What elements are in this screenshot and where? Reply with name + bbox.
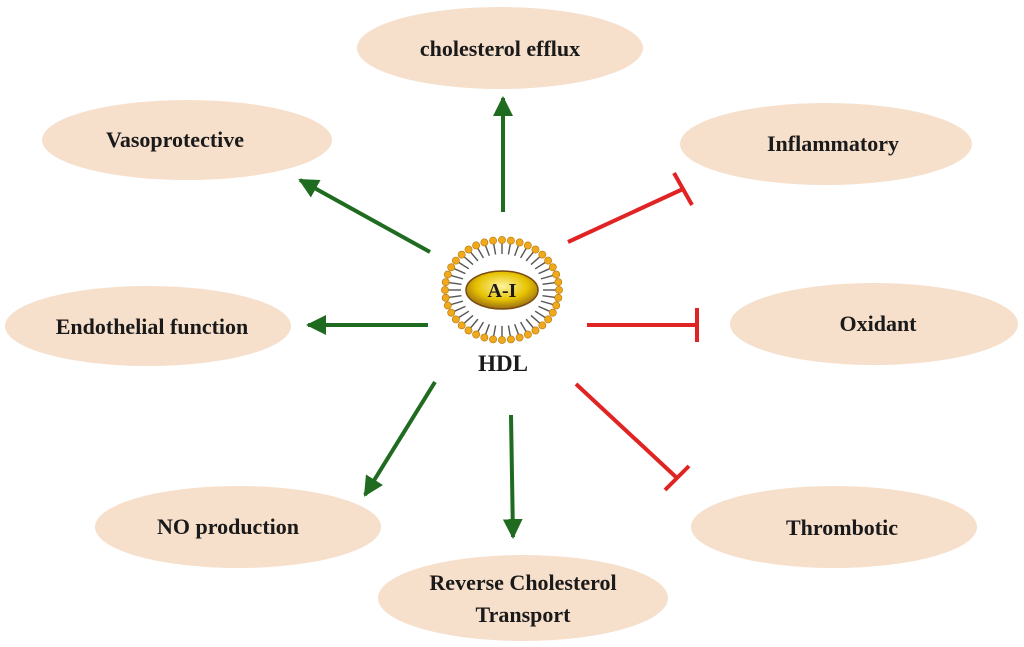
lipid-head [515, 238, 524, 247]
lipid-head [457, 250, 466, 259]
inhibit-inflammatory [567, 172, 694, 244]
node-no-production: NO production [95, 486, 381, 568]
lipid-head [447, 263, 456, 272]
lipid-head [523, 330, 532, 339]
node-label: Inflammatory [767, 131, 899, 156]
lipid-head [451, 315, 460, 324]
inhibit-thrombotic [574, 382, 691, 492]
lipid-head [480, 238, 489, 247]
lipid-head [507, 335, 515, 344]
lipid-head [554, 278, 563, 287]
lipid-head [443, 301, 452, 310]
node-ellipse [680, 103, 972, 185]
lipid-head [544, 256, 553, 265]
node-label: Oxidant [839, 311, 917, 336]
node-thrombotic: Thrombotic [691, 486, 977, 568]
lipid-head [552, 270, 561, 279]
node-oxidant: Oxidant [730, 283, 1018, 365]
inhibit-oxidant [587, 308, 699, 342]
lipid-head [515, 333, 524, 342]
lipid-head [552, 301, 561, 310]
lipid-head [507, 236, 515, 245]
lipid-head [498, 236, 506, 244]
lipid-head [447, 308, 456, 317]
arrow-vasoprotective [298, 178, 431, 254]
lipid-head [489, 335, 497, 344]
lipid-head [548, 308, 557, 317]
apolipoprotein-label: A-I [488, 280, 517, 302]
node-label: Endothelial function [56, 314, 249, 339]
lipid-head [457, 321, 466, 330]
phospholipid-shell [441, 236, 563, 344]
lipid-head [523, 241, 532, 250]
lipid-head [441, 278, 450, 287]
lipid-head [443, 270, 452, 279]
node-ellipse [95, 486, 381, 568]
lipid-head [531, 326, 540, 335]
lipid-head [464, 326, 473, 335]
arrow-reverse-cholesterol-transport [502, 414, 523, 539]
lipid-head [538, 321, 547, 330]
node-label: Thrombotic [786, 515, 898, 540]
node-vasoprotective: Vasoprotective [42, 100, 332, 180]
node-label: cholesterol efflux [420, 36, 580, 61]
node-endothelial-function: Endothelial function [5, 286, 291, 366]
lipid-head [480, 333, 489, 342]
node-ellipse [42, 100, 332, 180]
node-label: Vasoprotective [106, 127, 244, 152]
lipid-head [544, 315, 553, 324]
lipid-head [554, 293, 563, 302]
hdl-label: HDL [478, 351, 528, 376]
node-label: NO production [157, 514, 299, 539]
protein-core [465, 270, 539, 310]
node-ellipse [5, 286, 291, 366]
arrow-no-production [363, 380, 437, 497]
node-label: Reverse Cholesterol [429, 570, 616, 595]
node-ellipse [691, 486, 977, 568]
node-ellipse [357, 7, 643, 89]
lipid-head [498, 336, 506, 344]
node-inflammatory: Inflammatory [680, 103, 972, 185]
node-cholesterol-efflux: cholesterol efflux [357, 7, 643, 89]
lipid-head [451, 256, 460, 265]
hdl-particle: A-I HDL [441, 236, 563, 376]
lipid-head [489, 236, 497, 245]
lipid-head [555, 286, 563, 294]
node-reverse-cholesterol-transport: Reverse Cholesterol Transport [378, 555, 668, 641]
node-label: Transport [476, 602, 572, 627]
node-ellipse [378, 555, 668, 641]
lipid-head [464, 245, 473, 254]
lipid-head [538, 250, 547, 259]
lipid-head [548, 263, 557, 272]
lipid-head [441, 293, 450, 302]
lipid-head [531, 245, 540, 254]
node-ellipse [730, 283, 1018, 365]
lipid-head [472, 330, 481, 339]
lipid-head [441, 286, 449, 294]
lipid-head [472, 241, 481, 250]
